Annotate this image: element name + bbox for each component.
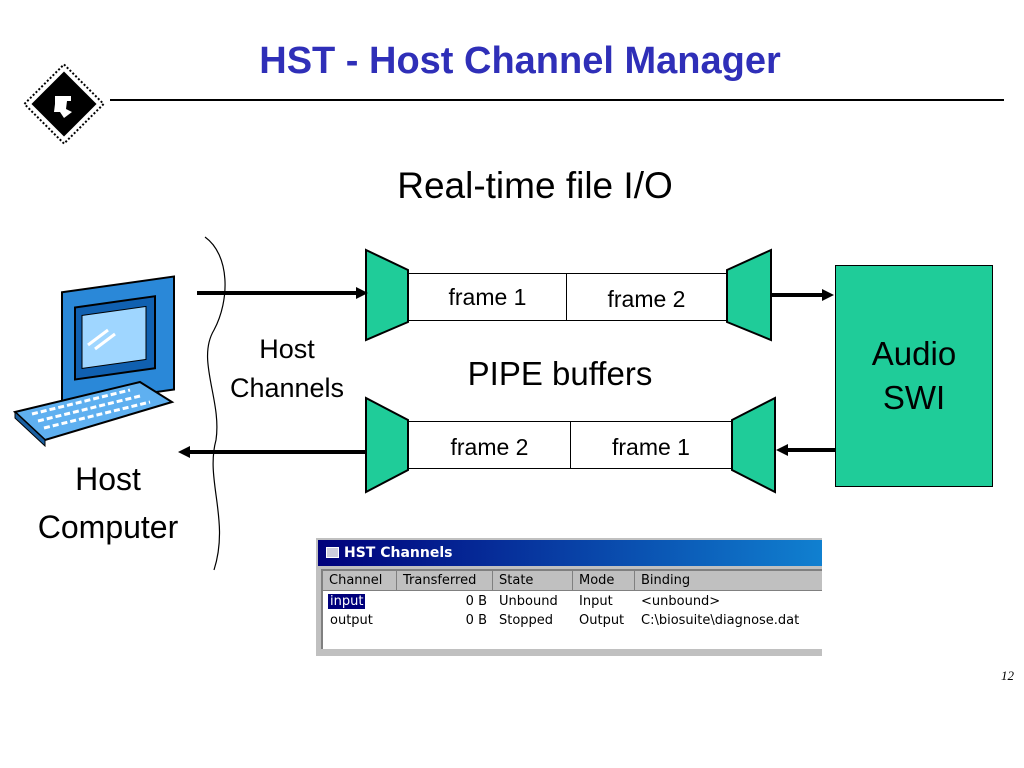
- separator-line: [204, 236, 226, 571]
- top-pipe-output-funnel: [726, 248, 772, 342]
- mode-cell: Input: [579, 594, 613, 609]
- window-icon: [326, 547, 339, 558]
- mode-cell: Output: [579, 613, 625, 628]
- column-header-channel[interactable]: Channel: [323, 571, 397, 591]
- channel-cell[interactable]: output: [330, 613, 373, 628]
- column-header-state[interactable]: State: [493, 571, 573, 591]
- bottom-pipe-frame-1: frame 2: [408, 421, 571, 469]
- transferred-cell: 0 B: [465, 613, 487, 628]
- host-computer-icon: [12, 275, 175, 448]
- ti-logo-icon: [22, 62, 106, 146]
- page-number: 12: [1001, 668, 1014, 683]
- audio-swi-line-2: SWI: [882, 379, 946, 416]
- host-channels-line-2: Channels: [229, 373, 345, 403]
- host-channels-label: Host Channels: [212, 330, 362, 408]
- bottom-pipe-frame-2: frame 1: [570, 421, 732, 469]
- top-pipe-frame-1: frame 1: [408, 273, 567, 321]
- host-channels-line-1: Host: [259, 334, 315, 364]
- transferred-cell: 0 B: [465, 594, 487, 609]
- pipe-buffers-label: PIPE buffers: [467, 355, 653, 392]
- binding-cell: <unbound>: [641, 594, 721, 609]
- bottom-pipe-output-funnel: [365, 396, 409, 494]
- state-cell: Stopped: [499, 613, 554, 628]
- title-rule: [110, 99, 1004, 101]
- column-header-transferred[interactable]: Transferred: [397, 571, 493, 591]
- state-cell: Unbound: [499, 594, 558, 609]
- slide-title: HST - Host Channel Manager: [259, 40, 781, 82]
- bottom-pipe-input-funnel: [731, 396, 776, 494]
- subtitle: Real-time file I/O: [397, 165, 673, 206]
- column-header-mode[interactable]: Mode: [573, 571, 635, 591]
- audio-swi-line-1: Audio: [871, 335, 957, 372]
- top-pipe-input-funnel: [365, 248, 409, 342]
- hst-window-titlebar[interactable]: HST Channels: [318, 540, 822, 566]
- host-computer-line-2: Computer: [37, 509, 179, 545]
- channel-cell[interactable]: input: [328, 594, 366, 609]
- hst-window-title: HST Channels: [344, 545, 453, 561]
- column-header-binding[interactable]: Binding: [635, 571, 822, 591]
- host-computer-label: Host Computer: [18, 455, 198, 551]
- binding-cell: C:\biosuite\diagnose.dat: [641, 613, 800, 628]
- audio-swi-box: Audio SWI: [835, 265, 993, 487]
- top-pipe-frame-2: frame 2: [566, 273, 727, 321]
- host-computer-line-1: Host: [75, 461, 141, 497]
- hst-channel-list[interactable]: Channel Transferred State Mode Binding i…: [321, 569, 822, 649]
- hst-channels-window[interactable]: HST Channels Channel Transferred State M…: [316, 538, 822, 656]
